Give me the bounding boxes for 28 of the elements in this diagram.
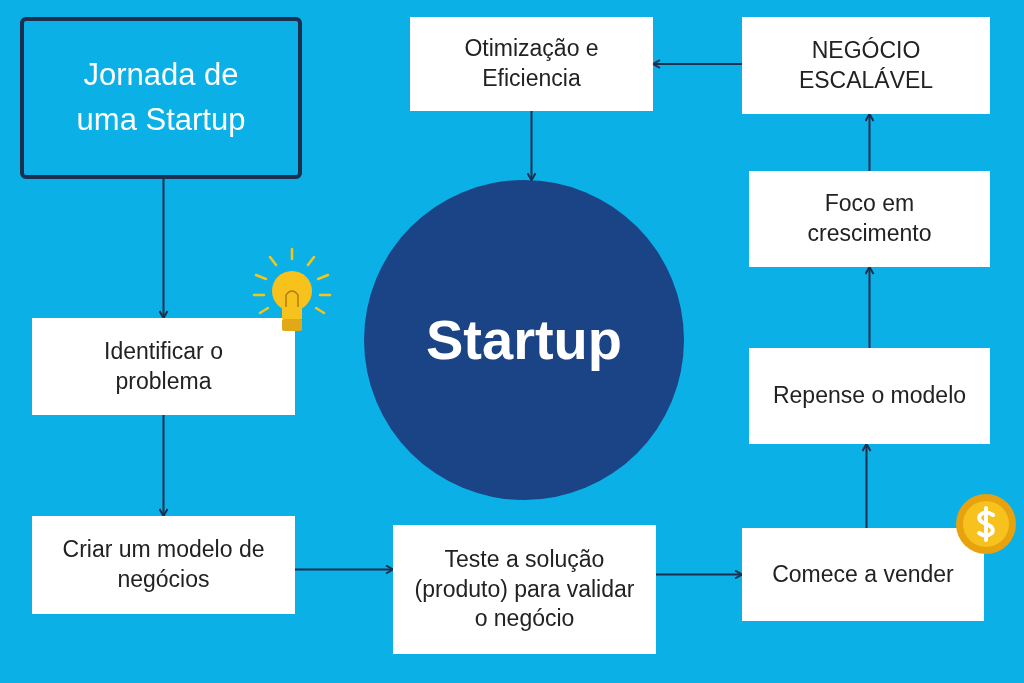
arrow — [864, 266, 875, 349]
arrow — [652, 59, 743, 69]
node-label: Criar um modelo de negócios — [61, 535, 266, 594]
arrow — [655, 569, 743, 580]
node-label: Otimização e Eficiencia — [463, 34, 600, 93]
process-box — [32, 318, 295, 415]
title-box — [20, 17, 302, 179]
process-box — [32, 516, 295, 614]
process-box — [410, 17, 653, 111]
node-label: Teste a solução (produto) para validar o negócio — [414, 544, 635, 634]
arrow — [158, 178, 169, 319]
node-label: Foco em crescimento — [806, 189, 933, 248]
process-box — [742, 17, 990, 114]
node-label: Comece a vender — [772, 559, 954, 589]
node-label: NEGÓCIO ESCALÁVEL — [797, 35, 935, 95]
process-box — [742, 528, 984, 621]
node-label: Startup — [426, 307, 622, 373]
process-box — [749, 171, 990, 267]
arrow — [864, 113, 875, 172]
arrow — [294, 564, 394, 575]
process-box — [393, 525, 656, 654]
node-label: Jornada de uma Startup — [75, 56, 247, 139]
arrow — [158, 414, 169, 517]
node-label: Identificar o problema — [103, 336, 224, 396]
process-box — [749, 348, 990, 444]
arrow — [861, 443, 872, 529]
arrow — [526, 110, 537, 182]
node-label: Repense o modelo — [772, 381, 967, 411]
